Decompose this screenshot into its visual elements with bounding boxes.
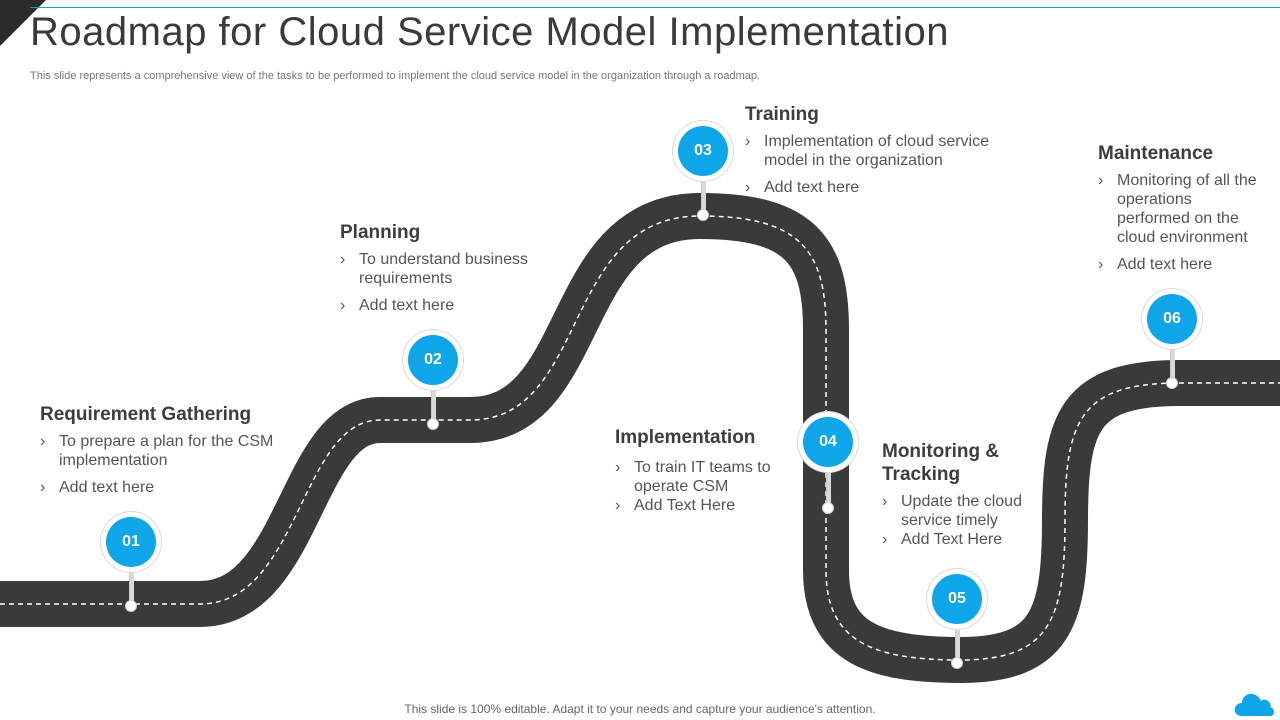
stage-bullets: Update the cloud service timely Add Text… <box>882 492 1032 549</box>
stage-bullets: To understand business requirements Add … <box>340 250 540 315</box>
pin-tail <box>431 386 436 420</box>
stage-bullet: Monitoring of all the operations perform… <box>1098 171 1263 247</box>
stage-heading: Implementation <box>615 427 756 448</box>
stage-implementation: Implementation To train IT teams to oper… <box>615 426 795 515</box>
stage-number-badge: 06 <box>1147 294 1197 344</box>
stage-bullets: To prepare a plan for the CSM implementa… <box>40 432 300 497</box>
stage-maintenance: Maintenance Monitoring of all the operat… <box>1098 142 1263 282</box>
pin-tail <box>955 625 960 659</box>
page-title: Roadmap for Cloud Service Model Implemen… <box>30 10 949 54</box>
stage-heading: Maintenance <box>1098 143 1214 164</box>
stage-bullet: Add text here <box>745 178 1005 197</box>
stage-number-badge: 05 <box>932 574 982 624</box>
page-subtitle: This slide represents a comprehensive vi… <box>30 70 761 82</box>
stage-bullet: To understand business requirements <box>340 250 540 288</box>
cloud-icon <box>1234 693 1274 716</box>
pin-tail <box>826 468 831 504</box>
pin-anchor <box>822 502 834 514</box>
pin-anchor <box>1166 377 1178 389</box>
stage-requirement-gathering: Requirement Gathering To prepare a plan … <box>40 403 300 505</box>
stage-heading: Requirement Gathering <box>40 404 252 425</box>
stage-bullets: Implementation of cloud service model in… <box>745 132 1005 197</box>
pin-tail <box>1170 345 1175 379</box>
pin-anchor <box>125 600 137 612</box>
stage-bullet: To prepare a plan for the CSM implementa… <box>40 432 300 470</box>
stage-number-badge: 02 <box>408 335 458 385</box>
road-centerline <box>0 215 1280 661</box>
stage-bullet: Add text here <box>340 296 540 315</box>
stage-monitoring-tracking: Monitoring & Tracking Update the cloud s… <box>882 440 1032 549</box>
stage-bullet: Implementation of cloud service model in… <box>745 132 1005 170</box>
stage-bullet: Add Text Here <box>882 530 1032 549</box>
stage-bullets: Monitoring of all the operations perform… <box>1098 171 1263 274</box>
stage-bullet: Add Text Here <box>615 496 795 515</box>
stage-number-badge: 03 <box>678 126 728 176</box>
stage-bullet: Update the cloud service timely <box>882 492 1032 530</box>
stage-heading: Training <box>745 104 819 125</box>
stage-bullet: To train IT teams to operate CSM <box>615 458 795 496</box>
stage-planning: Planning To understand business requirem… <box>340 221 540 323</box>
top-rule <box>30 7 1280 8</box>
stage-number-badge: 04 <box>803 417 853 467</box>
stage-heading: Monitoring & Tracking <box>882 441 1000 485</box>
stage-bullets: To train IT teams to operate CSM Add Tex… <box>615 458 795 515</box>
stage-number-badge: 01 <box>106 517 156 567</box>
pin-anchor <box>951 657 963 669</box>
pin-tail <box>701 177 706 211</box>
stage-heading: Planning <box>340 222 421 243</box>
pin-anchor <box>427 418 439 430</box>
footer-note: This slide is 100% editable. Adapt it to… <box>404 702 876 716</box>
stage-training: Training Implementation of cloud service… <box>745 103 1005 205</box>
stage-bullet: Add text here <box>1098 255 1263 274</box>
pin-anchor <box>697 209 709 221</box>
stage-bullet: Add text here <box>40 478 300 497</box>
pin-tail <box>129 568 134 602</box>
